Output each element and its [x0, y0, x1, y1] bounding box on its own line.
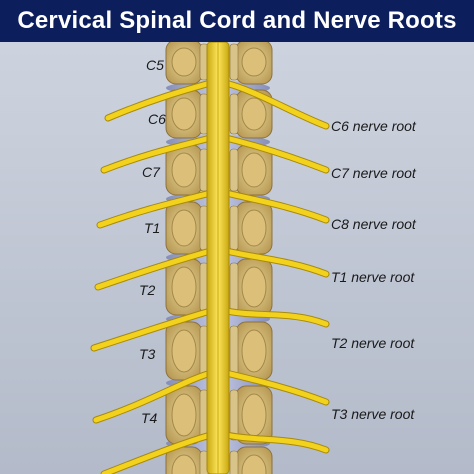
vertebral-marrow-right: [241, 266, 267, 308]
vertebral-marrow-right: [241, 329, 267, 373]
nerve-root-right: [219, 369, 329, 405]
vertebral-marrow-left: [171, 454, 197, 474]
right-nerve-root-label: C7 nerve root: [331, 165, 416, 181]
spine-illustration: [0, 42, 474, 474]
nerve-root-right: [219, 307, 329, 327]
right-nerve-root-label: T3 nerve root: [331, 406, 415, 422]
right-nerve-root-label: T2 nerve root: [331, 335, 415, 351]
nerve-root-left: [93, 369, 217, 423]
vertebral-marrow-right: [241, 209, 267, 247]
nerve-root-right: [219, 189, 329, 223]
title-bar: Cervical Spinal Cord and Nerve Roots: [0, 0, 474, 42]
nerve-root-left: [101, 431, 217, 474]
nerve-root-right: [219, 247, 329, 277]
left-level-label: C6: [148, 111, 166, 127]
right-nerve-root-label: C6 nerve root: [331, 118, 416, 134]
pedicle-right: [229, 93, 239, 135]
nerve-root-left: [91, 307, 217, 351]
vertebral-marrow-left: [171, 329, 197, 373]
pedicle-right: [229, 262, 239, 312]
nerve-root-left: [101, 134, 217, 173]
spinal-cord: [206, 42, 230, 474]
nerve-root-left: [105, 79, 217, 121]
vertebral-marrow-left: [171, 152, 197, 188]
nerve-root-left: [95, 247, 217, 290]
vertebral-marrow-left: [171, 393, 197, 437]
pedicle-right: [229, 325, 239, 377]
nerve-root-right: [219, 134, 329, 173]
left-level-label: C5: [146, 57, 164, 73]
vertebral-marrow-left: [171, 47, 197, 77]
left-level-label: T1: [144, 220, 161, 236]
nerve-root-right: [219, 79, 329, 129]
left-level-label: T3: [139, 346, 156, 362]
vertebral-marrow-right: [241, 152, 267, 188]
vertebral-marrow-left: [171, 97, 197, 131]
nerve-roots: [90, 78, 330, 474]
page-title: Cervical Spinal Cord and Nerve Roots: [17, 7, 457, 34]
vertebral-marrow-left: [171, 266, 197, 308]
left-level-label: T2: [139, 282, 156, 298]
vertebral-marrow-right: [241, 47, 267, 77]
pedicle-right: [229, 43, 239, 81]
pedicle-right: [229, 205, 239, 251]
right-nerve-root-label: T1 nerve root: [331, 269, 415, 285]
right-nerve-root-label: C8 nerve root: [331, 216, 416, 232]
left-level-label: C7: [142, 164, 160, 180]
pedicle-right: [229, 148, 239, 192]
left-level-label: T4: [141, 410, 158, 426]
vertebral-marrow-right: [241, 97, 267, 131]
pedicle-right: [229, 450, 239, 474]
vertebral-marrow-right: [241, 393, 267, 437]
nerve-root-left: [97, 189, 217, 228]
spinal-column: [165, 42, 273, 474]
vertebral-marrow-right: [241, 454, 267, 474]
nerve-root-right: [219, 431, 329, 453]
pedicle-right: [229, 389, 239, 441]
vertebral-marrow-left: [171, 209, 197, 247]
